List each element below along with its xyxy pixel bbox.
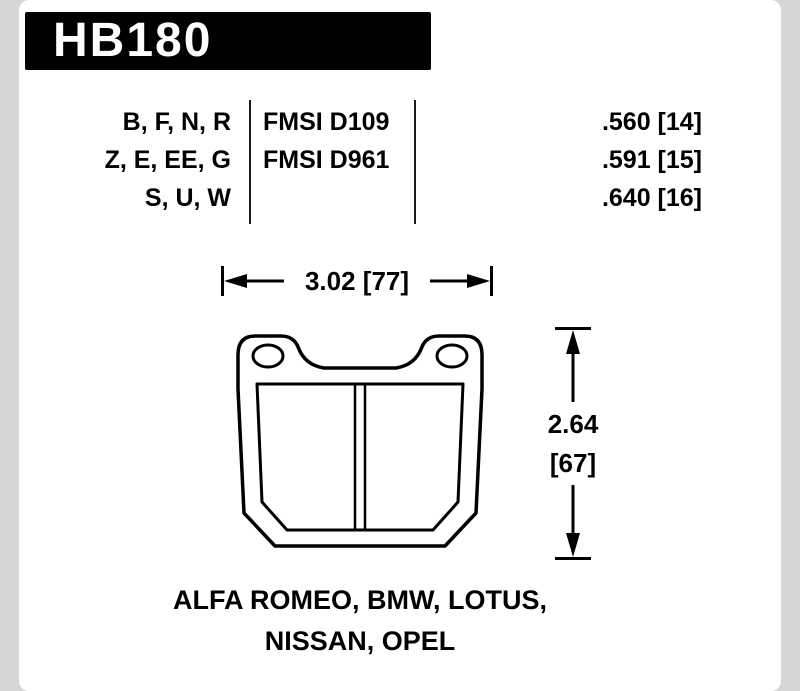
pad-friction-surface bbox=[255, 382, 465, 532]
height-dimension-label: 2.64 [67] bbox=[541, 405, 605, 483]
height-extension-line-top bbox=[555, 327, 591, 330]
pad-hole-right-icon bbox=[435, 343, 469, 369]
arrow-right-icon bbox=[430, 274, 490, 288]
width-dimension-label: 3.02 [77] bbox=[304, 265, 410, 296]
thickness-column: .560 [14] .591 [15] .640 [16] bbox=[499, 103, 702, 217]
arrow-down-icon bbox=[566, 485, 580, 557]
height-extension-line-bottom bbox=[555, 557, 591, 560]
width-extension-line-left bbox=[221, 266, 224, 296]
applications-line-1: ALFA ROMEO, BMW, LOTUS, bbox=[173, 585, 547, 615]
width-extension-line-right bbox=[490, 266, 493, 296]
height-bracket: [67] bbox=[549, 448, 597, 478]
applications-text: ALFA ROMEO, BMW, LOTUS, NISSAN, OPEL bbox=[19, 580, 701, 662]
compounds-row: Z, E, EE, G bbox=[104, 146, 231, 174]
width-dimension: 3.02 [77] bbox=[221, 264, 493, 298]
applications-line-2: NISSAN, OPEL bbox=[264, 626, 456, 656]
part-number: HB180 bbox=[53, 14, 213, 67]
fmsi-row: FMSI D961 bbox=[263, 146, 390, 174]
height-dimension: 2.64 [67] bbox=[541, 327, 605, 560]
compounds-row: S, U, W bbox=[144, 184, 231, 212]
arrow-up-icon bbox=[566, 330, 580, 402]
thickness-row: .640 [16] bbox=[601, 184, 702, 212]
thickness-row: .560 [14] bbox=[601, 108, 702, 136]
fmsi-row: FMSI D109 bbox=[263, 108, 390, 136]
part-number-box: HB180 bbox=[25, 12, 431, 70]
thickness-row: .591 [15] bbox=[601, 146, 702, 174]
brake-pad-drawing bbox=[236, 334, 484, 548]
fmsi-column: FMSI D109 FMSI D961 bbox=[263, 103, 413, 179]
spec-sheet-card: HB180 B, F, N, R Z, E, EE, G S, U, W FMS… bbox=[19, 0, 781, 691]
pad-center-slot bbox=[353, 384, 367, 530]
table-divider-left bbox=[249, 100, 251, 224]
pad-hole-left-icon bbox=[251, 343, 285, 369]
arrow-left-icon bbox=[224, 274, 284, 288]
pad-outline bbox=[236, 334, 484, 548]
compounds-column: B, F, N, R Z, E, EE, G S, U, W bbox=[19, 103, 231, 217]
compounds-row: B, F, N, R bbox=[122, 108, 231, 136]
table-divider-right bbox=[414, 100, 416, 224]
height-value: 2.64 bbox=[547, 409, 599, 439]
